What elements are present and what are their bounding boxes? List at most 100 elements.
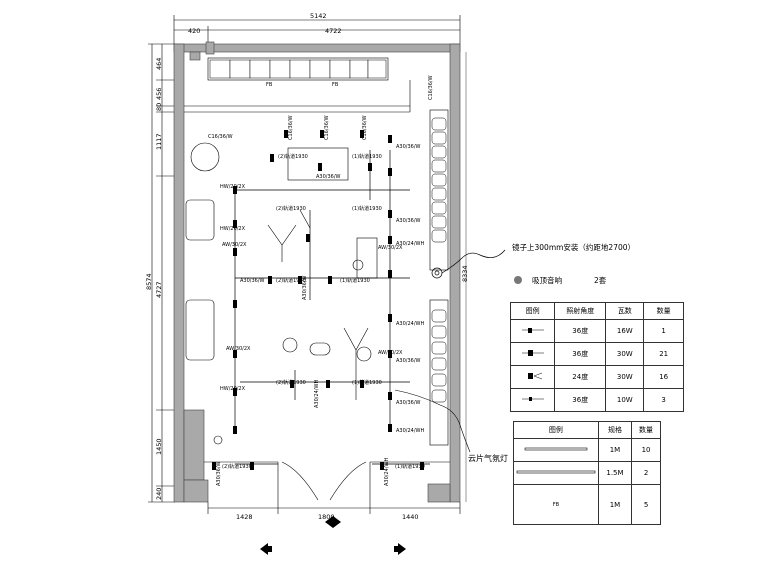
fixture-code-7: A30/24/WH bbox=[396, 428, 424, 434]
fb-tag-icon: FB bbox=[513, 484, 599, 525]
dim-left-7: 240 bbox=[155, 488, 163, 500]
fixture-code-21: A30/36/W bbox=[316, 174, 341, 180]
cloud-light-leader bbox=[394, 389, 471, 453]
fixture-code-4: A30/24/WH bbox=[396, 321, 424, 327]
linear-light-legend-table: 图例 规格 数量 1M 10 1.5M 2 FB 1M 5 bbox=[513, 421, 661, 525]
linear-1m-icon bbox=[513, 438, 599, 462]
linear-row3-qty: 5 bbox=[631, 484, 661, 525]
fixture-code-14: AW/30/2X bbox=[378, 350, 403, 356]
light-fixtures bbox=[212, 130, 424, 470]
dim-top-right: 4722 bbox=[325, 27, 342, 35]
fixture-code-18: C16/36/W bbox=[324, 115, 330, 140]
fixture-code-5: A30/36/W bbox=[396, 358, 421, 364]
entrance-marker-icon bbox=[325, 516, 341, 528]
dim-left-total: 8574 bbox=[145, 273, 153, 290]
dim-bottom-1: 1428 bbox=[236, 513, 253, 521]
track-label-8: (1)轨道1930 bbox=[352, 379, 382, 386]
fixture-code-15: A30/36/W bbox=[240, 278, 265, 284]
fixture-code-9: HW/20/2X bbox=[220, 226, 246, 232]
col-qty: 数量 bbox=[643, 302, 684, 320]
row2-angle: 36度 bbox=[554, 342, 607, 366]
fixture-code-1: A30/36/W bbox=[396, 144, 421, 150]
top-dimensions bbox=[173, 15, 461, 44]
table-row: 36度 16W 1 bbox=[509, 319, 684, 343]
dim-right: 8334 bbox=[461, 265, 469, 282]
col-legend-2: 图例 bbox=[513, 421, 599, 439]
fb-label-1: FB bbox=[266, 82, 273, 88]
linear-row3-spec: 1M bbox=[597, 484, 633, 525]
linear-row2-spec: 1.5M bbox=[597, 461, 633, 485]
linear-row2-qty: 2 bbox=[631, 461, 661, 485]
spot-10w-icon bbox=[509, 388, 556, 412]
fixture-code-16: C16/36/W bbox=[208, 134, 233, 140]
dim-bottom-3: 1440 bbox=[402, 513, 419, 521]
linear-1_5m-icon bbox=[513, 461, 599, 485]
spot-30w-icon bbox=[509, 342, 556, 366]
spot-24deg-icon bbox=[509, 365, 556, 389]
dim-left-5: 4727 bbox=[155, 281, 163, 298]
right-shelf-modules bbox=[431, 117, 447, 403]
fixture-code-23: A30/24/WH bbox=[314, 380, 320, 408]
linear-row1-qty: 10 bbox=[631, 438, 661, 462]
fixture-code-13: AW/30/2X bbox=[378, 245, 403, 251]
linear-row1-spec: 1M bbox=[597, 438, 633, 462]
speaker-label: 吸顶音响 bbox=[532, 275, 562, 285]
fixture-code-25: A30/24/WH bbox=[384, 458, 390, 486]
track-label-4: (1)轨道1930 bbox=[352, 205, 382, 212]
col-angle: 照射角度 bbox=[554, 302, 607, 320]
speaker-qty: 2套 bbox=[594, 275, 607, 285]
row3-angle: 24度 bbox=[554, 365, 607, 389]
row2-qty: 21 bbox=[643, 342, 684, 366]
dim-left-2: 456 bbox=[155, 88, 163, 100]
entrance-arrows bbox=[260, 516, 406, 555]
fixture-code-6: A30/36/W bbox=[396, 400, 421, 406]
fixture-code-22: A30/36/W bbox=[302, 275, 308, 300]
interior-lines bbox=[184, 57, 450, 502]
fixture-code-17: C16/36/W bbox=[288, 115, 294, 140]
walls bbox=[173, 41, 461, 503]
col-spec: 规格 bbox=[597, 421, 633, 439]
track-label-9: (2)轨道1930 bbox=[222, 463, 252, 470]
fixture-code-20: C16/36/W bbox=[428, 75, 434, 100]
spot-16w-icon bbox=[509, 319, 556, 343]
linear-legend-header: 图例 规格 数量 bbox=[513, 421, 661, 439]
track-label-3: (2)轨道1930 bbox=[276, 205, 306, 212]
track-label-2: (1)轨道1930 bbox=[352, 153, 382, 160]
fixture-code-10: HW/20/2X bbox=[220, 386, 246, 392]
speaker-symbol bbox=[431, 249, 506, 279]
row3-watt: 30W bbox=[605, 365, 645, 389]
bottom-dimensions bbox=[207, 502, 461, 514]
col-qty-2: 数量 bbox=[631, 421, 661, 439]
fixture-code-3: A30/24/WH bbox=[396, 241, 424, 247]
table-row: 36度 10W 3 bbox=[509, 388, 684, 412]
dim-left-3: 80 bbox=[155, 103, 163, 111]
row4-qty: 3 bbox=[643, 388, 684, 412]
dim-bottom-2: 1800 bbox=[318, 513, 335, 521]
track-label-10: (1)轨道1930 bbox=[395, 463, 425, 470]
dim-left-1: 464 bbox=[155, 58, 163, 70]
dim-top-left: 420 bbox=[188, 27, 200, 35]
arrow-left-icon bbox=[260, 543, 268, 555]
track-label-6: (1)轨道1930 bbox=[340, 277, 370, 284]
row3-qty: 16 bbox=[643, 365, 684, 389]
fixture-legend-table: 图例 照射角度 瓦数 数量 36度 16W 1 36度 30W 21 24度 3… bbox=[509, 302, 684, 412]
row1-qty: 1 bbox=[643, 319, 684, 343]
table-row: 1M 10 bbox=[513, 438, 661, 462]
fixture-code-2: A30/36/W bbox=[396, 218, 421, 224]
table-row: 24度 30W 16 bbox=[509, 365, 684, 389]
col-watt: 瓦数 bbox=[605, 302, 645, 320]
track-label-7: (2)轨道1930 bbox=[276, 379, 306, 386]
top-shelf-modules bbox=[209, 59, 387, 79]
fixture-code-19: C16/36/W bbox=[362, 115, 368, 140]
dim-top-total: 5142 bbox=[310, 12, 327, 20]
table-row: FB 1M 5 bbox=[513, 484, 661, 525]
table-row: 1.5M 2 bbox=[513, 461, 661, 485]
fb-label-2: FB bbox=[332, 82, 339, 88]
dim-left-4: 1117 bbox=[155, 133, 163, 150]
row4-watt: 10W bbox=[605, 388, 645, 412]
fixture-legend-header: 图例 照射角度 瓦数 数量 bbox=[509, 302, 684, 320]
table-row: 36度 30W 21 bbox=[509, 342, 684, 366]
row2-watt: 30W bbox=[605, 342, 645, 366]
fixture-code-12: AW/30/2X bbox=[226, 346, 251, 352]
